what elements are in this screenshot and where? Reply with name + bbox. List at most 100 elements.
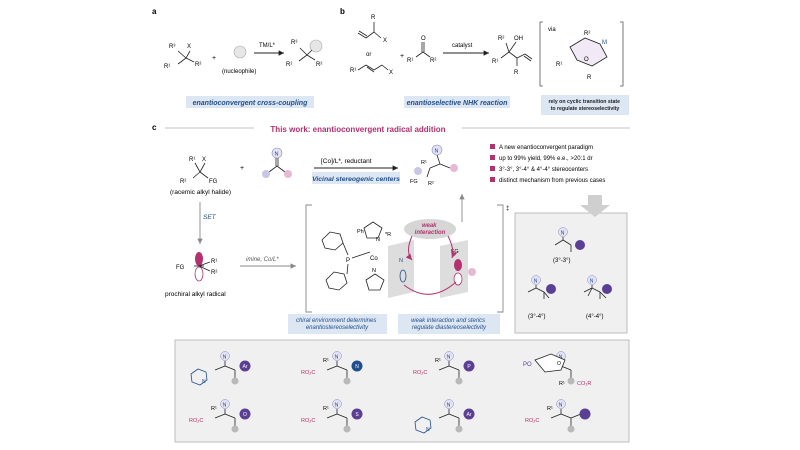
panel-a-substrate: R³ X R¹ R² [164, 44, 201, 70]
panel-c-label: c [152, 123, 157, 132]
svg-text:N: N [559, 354, 563, 360]
svg-text:RO₂C: RO₂C [413, 370, 427, 376]
product-atom [351, 360, 363, 372]
product-structure: N N Ar [190, 351, 251, 386]
svg-text:N: N [223, 354, 227, 360]
svg-text:R²: R² [584, 31, 590, 37]
prochiral-label: prochiral alkyl radical [165, 291, 226, 298]
svg-text:N: N [534, 278, 538, 284]
stereocenter-box: N (3°-3°) N (3°-4°) [514, 195, 628, 334]
svg-text:FG: FG [410, 179, 418, 185]
svg-text:R¹: R¹ [350, 68, 356, 74]
prochiral-radical: FG R¹ R² prochiral alkyl radical [165, 252, 226, 298]
svg-text:O: O [557, 361, 561, 367]
svg-text:N: N [447, 402, 451, 408]
panel-a-caption-bar [186, 96, 314, 108]
svg-text:(3°-4°): (3°-4°) [528, 314, 545, 320]
svg-text:P: P [467, 364, 471, 370]
svg-text:‡: ‡ [506, 206, 509, 212]
panel-b: b R X or R¹ X + O [340, 7, 629, 115]
svg-text:FG: FG [451, 249, 459, 255]
svg-text:X: X [202, 157, 206, 163]
svg-text:RO₂C: RO₂C [301, 418, 315, 424]
feature-bullet [490, 144, 495, 149]
stereo-3-4: N (3°-4°) [527, 275, 556, 320]
svg-text:+: + [400, 53, 404, 60]
svg-text:N: N [447, 354, 451, 360]
panel-c-title: This work: enantioconvergent radical add… [270, 125, 445, 134]
feature-item: 3°-3°, 3°-4° & 4°-4° stereocenters [499, 167, 588, 173]
racemic-alkyl-halide: R¹ X R² FG (racemic alkyl halide) [170, 157, 231, 196]
svg-text:R²: R² [498, 36, 504, 42]
svg-text:CO₂R: CO₂R [577, 381, 591, 387]
nucleophile-circle [233, 45, 247, 59]
co-reagent-label: [Co]/L*, reductant [321, 158, 372, 165]
co-transition-state: ‡ P Ph N *R N Co N FG [305, 204, 509, 313]
homoallylic-alcohol: R² OH R¹ R [492, 36, 533, 76]
svg-text:N: N [590, 278, 594, 284]
svg-text:P: P [346, 258, 350, 264]
svg-text:R¹: R¹ [559, 381, 565, 387]
svg-text:N: N [559, 402, 563, 408]
svg-text:R¹: R¹ [286, 62, 292, 68]
panel-c-product: N R¹ FG R² [410, 144, 458, 187]
svg-text:N: N [202, 379, 206, 385]
svg-text:+: + [212, 55, 216, 62]
r3-label: R³ [169, 44, 175, 50]
chiral-note-bar [288, 314, 387, 334]
svg-text:FG: FG [209, 179, 218, 185]
panel-b-caption-bar [404, 96, 510, 108]
svg-text:R: R [514, 70, 519, 76]
svg-text:O: O [243, 412, 247, 418]
svg-text:N: N [435, 149, 439, 155]
imine-reagent: N [262, 147, 292, 178]
svg-text:O: O [584, 57, 589, 63]
svg-text:*R: *R [385, 232, 391, 238]
svg-text:N: N [399, 258, 403, 264]
stereo-3-3: N (3°-3°) [553, 227, 585, 264]
svg-text:R: R [587, 75, 592, 81]
svg-text:FG: FG [176, 265, 185, 271]
panel-a: a R³ X R¹ R² + (nucleophile) TM/L* R³ R¹… [152, 7, 322, 108]
steric-note: weak interaction and sterics regulate di… [411, 318, 487, 331]
svg-text:(3°-3°): (3°-3°) [553, 258, 570, 264]
svg-text:Co: Co [370, 256, 378, 262]
svg-text:R: R [371, 15, 376, 21]
nucleophile-label: (nucleophile) [222, 69, 256, 75]
svg-text:R²: R² [316, 62, 322, 68]
carbonyl-compound: O R¹ R² [407, 36, 436, 64]
svg-text:N: N [355, 364, 359, 370]
via-label: via [548, 27, 556, 33]
panel-a-label: a [152, 7, 157, 16]
svg-text:R¹: R¹ [211, 406, 217, 412]
svg-text:R¹: R¹ [211, 259, 217, 265]
svg-text:N: N [335, 354, 339, 360]
feature-item: distinct mechanism from previous cases [499, 178, 605, 184]
panel-b-note: rely on cyclic transition state to regul… [549, 99, 622, 112]
feature-bullet [490, 177, 495, 182]
svg-text:OH: OH [514, 36, 523, 42]
svg-text:N: N [376, 237, 380, 243]
r2-label: R² [195, 62, 201, 68]
svg-text:Ar: Ar [243, 364, 248, 370]
set-label: SET [203, 214, 217, 221]
down-arrow [580, 195, 610, 217]
svg-text:R²: R² [180, 179, 186, 185]
steric-note-bar [398, 314, 500, 334]
svg-text:R³: R³ [291, 40, 297, 46]
svg-text:+: + [240, 165, 244, 172]
imine-co-label: imine, Co/L* [246, 257, 279, 263]
chiral-note: chiral environment determines enantioste… [296, 318, 378, 331]
cyclic-transition-state: via R² M O R¹ R [539, 21, 624, 87]
feature-bullet [490, 155, 495, 160]
svg-text:R¹: R¹ [189, 157, 195, 163]
stereo-4-4: N (4°-4°) [583, 275, 612, 320]
tm-catalyst-label: TM/L* [259, 43, 276, 49]
